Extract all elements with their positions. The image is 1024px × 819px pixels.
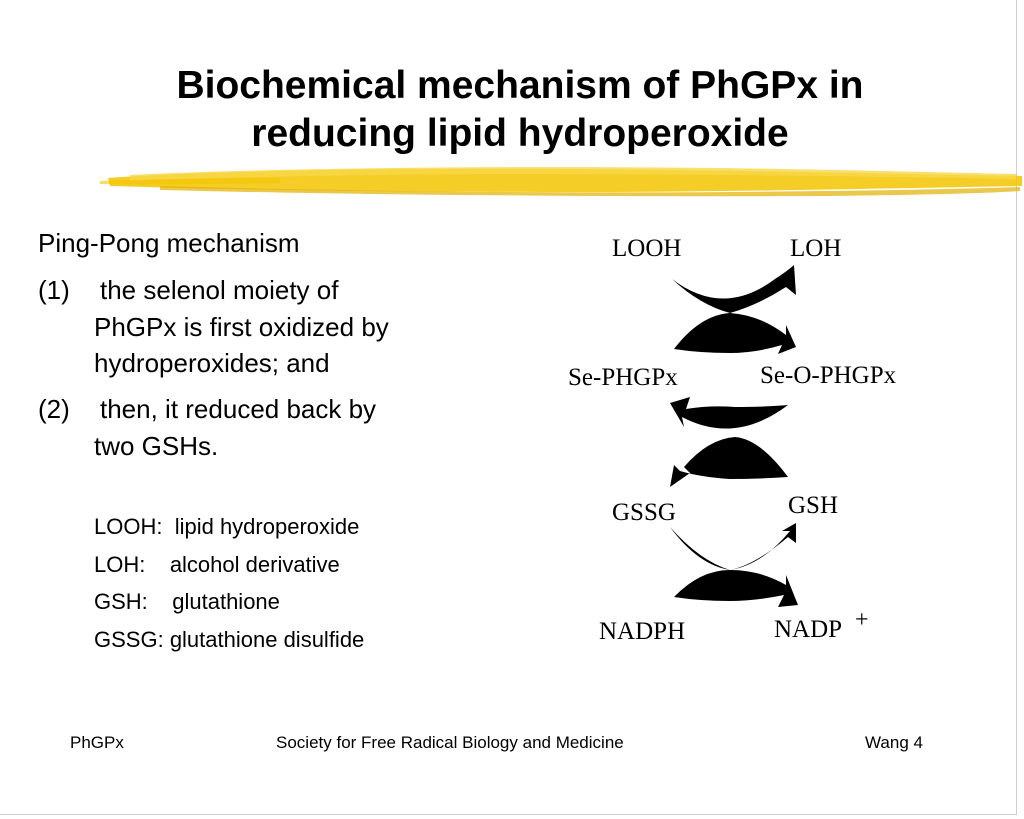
label-looh: LOOH bbox=[612, 235, 681, 262]
glossary-gap bbox=[148, 589, 172, 614]
glossary-term: GSSG: bbox=[94, 626, 164, 652]
item-1-line-2: PhGPx is first oxidized by bbox=[94, 312, 389, 342]
label-se-phgpx: Se-PHGPx bbox=[568, 364, 678, 391]
glossary-term: GSH: bbox=[94, 589, 148, 614]
reaction-arrow-se-phgpx-to-se-o-phgpx bbox=[674, 313, 796, 354]
label-loh: LOH bbox=[790, 235, 841, 262]
label-nadp-superscript: + bbox=[855, 607, 869, 633]
reaction-arrow-gsh-to-gssg bbox=[670, 437, 788, 487]
item-2-line-2: two GSHs. bbox=[94, 431, 219, 461]
glossary-definition: alcohol derivative bbox=[169, 551, 340, 577]
reaction-arrow-looh-to-loh bbox=[672, 265, 796, 313]
slide-title: Biochemical mechanism of PhGPx in reduci… bbox=[60, 62, 980, 158]
label-nadp: NADP bbox=[774, 616, 842, 643]
label-nadph: NADPH bbox=[599, 618, 685, 645]
abbreviation-glossary: LOOH: lipid hydroperoxide LOH: alcohol d… bbox=[94, 508, 364, 658]
label-gsh: GSH bbox=[788, 492, 838, 519]
glossary-row: LOH: alcohol derivative bbox=[94, 546, 364, 584]
item-1-line-3: hydroperoxides; and bbox=[94, 348, 330, 378]
item-1-line-1: the selenol moiety of bbox=[100, 275, 339, 305]
title-line-1: Biochemical mechanism of PhGPx in bbox=[176, 64, 864, 107]
ping-pong-reaction-diagram: LOOH LOH Se-PHGPx Se-O-PHGPx GSSG GSH NA… bbox=[568, 235, 897, 645]
reaction-arrow-se-o-phgpx-to-se-phgpx bbox=[670, 397, 788, 429]
glossary-gap bbox=[145, 552, 169, 577]
glossary-definition: glutathione bbox=[172, 589, 280, 614]
mechanism-heading: Ping-Pong mechanism bbox=[38, 228, 300, 258]
reaction-arrow-gssg-to-gsh bbox=[670, 523, 796, 570]
label-se-o-phgpx: Se-O-PHGPx bbox=[760, 362, 897, 389]
footer-left: PhGPx bbox=[70, 733, 124, 752]
footer-right: Wang 4 bbox=[865, 733, 923, 752]
glossary-row: LOOH: lipid hydroperoxide bbox=[94, 508, 364, 546]
glossary-term: LOOH: bbox=[94, 514, 163, 539]
glossary-row: GSSG: glutathione disulfide bbox=[94, 621, 364, 659]
yellow-highlight-stroke bbox=[100, 167, 1022, 197]
item-2-line-1: then, it reduced back by bbox=[100, 394, 377, 424]
item-2-marker: (2) bbox=[38, 394, 70, 424]
title-line-2: reducing lipid hydroperoxide bbox=[251, 112, 789, 155]
glossary-term: LOH: bbox=[94, 551, 146, 577]
glossary-definition: glutathione disulfide bbox=[169, 626, 365, 652]
footer-center: Society for Free Radical Biology and Med… bbox=[276, 733, 624, 752]
glossary-definition: lipid hydroperoxide bbox=[174, 514, 360, 539]
glossary-row: GSH: glutathione bbox=[94, 583, 364, 621]
reaction-arrow-nadph-to-nadp bbox=[674, 570, 798, 607]
label-gssg: GSSG bbox=[612, 499, 676, 526]
item-1-marker: (1) bbox=[38, 275, 70, 305]
glossary-gap bbox=[162, 514, 174, 539]
